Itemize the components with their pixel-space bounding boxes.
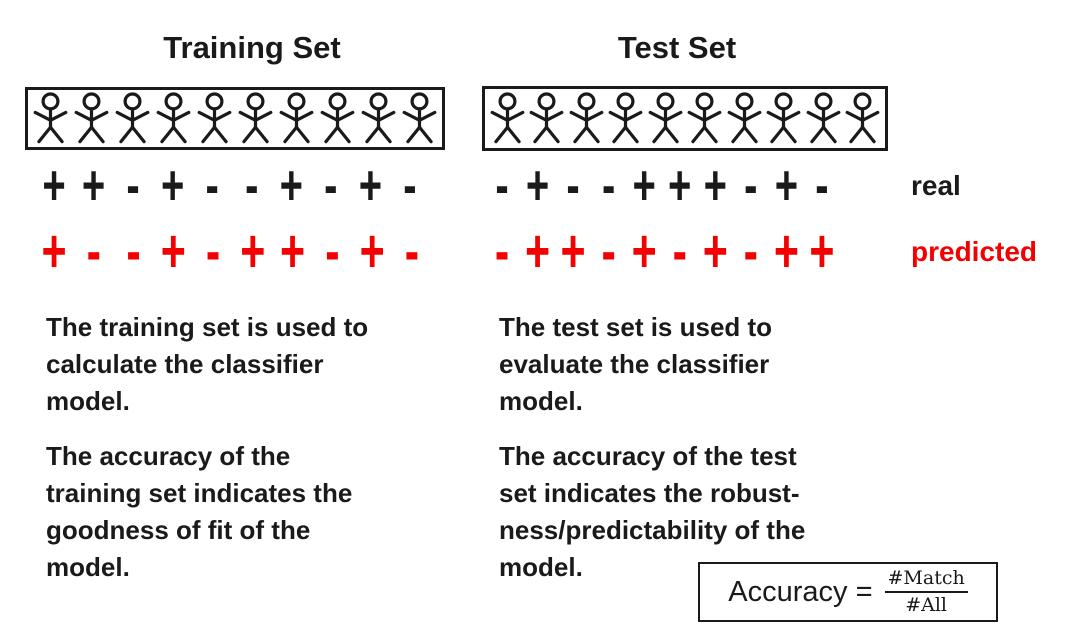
minus-sign: -: [126, 217, 141, 287]
accuracy-formula-lhs: Accuracy =: [728, 575, 873, 608]
training-people-box: [25, 87, 445, 150]
plus-sign: +: [809, 217, 835, 287]
person-icon: [402, 92, 437, 144]
minus-sign: -: [815, 154, 829, 218]
plus-sign: +: [358, 154, 383, 218]
minus-sign: -: [672, 217, 687, 287]
test-paragraph-accuracy: The accuracy of the test set indicates t…: [499, 441, 806, 582]
training-set-title: Training Set: [163, 30, 341, 65]
person-icon: [320, 92, 355, 144]
minus-sign: -: [403, 154, 417, 218]
plus-sign: +: [160, 217, 186, 287]
plus-sign: +: [774, 154, 799, 218]
minus-sign: -: [324, 154, 338, 218]
minus-sign: -: [743, 217, 758, 287]
person-icon: [115, 92, 150, 144]
test-real-signs-row: -+--+++-+-: [486, 155, 838, 217]
person-icon: [33, 92, 68, 144]
test-people-box: [482, 86, 888, 151]
minus-sign: -: [325, 217, 340, 287]
plus-sign: +: [703, 154, 727, 218]
minus-sign: -: [601, 154, 616, 218]
minus-sign: -: [205, 217, 221, 287]
plus-sign: +: [41, 217, 67, 287]
minus-sign: -: [126, 154, 140, 218]
plus-sign: +: [359, 217, 385, 287]
plus-sign: +: [42, 154, 66, 218]
person-icon: [530, 92, 564, 144]
person-icon: [608, 92, 643, 144]
training-predicted-signs-row: +--+-++-+-: [38, 221, 428, 283]
formula-denominator: #All: [905, 594, 948, 616]
accuracy-formula-fraction: #Match #All: [884, 568, 968, 616]
training-real-signs-row: ++-+--+-+-: [38, 155, 426, 217]
minus-sign: -: [205, 154, 219, 218]
person-icon: [648, 92, 683, 144]
plus-sign: +: [773, 217, 799, 287]
plus-sign: +: [560, 217, 586, 287]
plus-sign: +: [280, 217, 306, 287]
plus-sign: +: [632, 154, 656, 218]
test-set-title: Test Set: [617, 30, 737, 65]
person-icon: [238, 92, 273, 144]
test-paragraph-usage: The test set is used to evaluate the cla…: [499, 312, 773, 416]
minus-sign: -: [404, 217, 420, 287]
training-paragraph-usage: The training set is used to calculate th…: [46, 312, 369, 416]
person-icon: [490, 92, 525, 144]
plus-sign: +: [668, 154, 692, 218]
plus-sign: +: [279, 154, 303, 218]
minus-sign: -: [494, 217, 510, 287]
plus-sign: +: [524, 217, 551, 287]
minus-sign: -: [601, 217, 616, 287]
person-icon: [727, 92, 762, 144]
minus-sign: -: [86, 217, 101, 287]
person-icon: [74, 92, 109, 144]
minus-sign: -: [495, 154, 509, 218]
person-icon: [845, 92, 880, 144]
person-icon: [569, 92, 604, 144]
accuracy-formula-box: Accuracy = #Match #All: [698, 562, 998, 622]
plus-sign: +: [160, 154, 185, 218]
person-icon: [156, 92, 191, 144]
person-icon: [279, 92, 314, 144]
plus-sign: +: [631, 217, 657, 287]
person-icon: [687, 92, 722, 144]
person-icon: [806, 92, 840, 144]
plus-sign: +: [81, 154, 106, 218]
test-predicted-signs-row: -++-+-+-++: [486, 221, 838, 283]
plus-sign: +: [525, 154, 550, 218]
person-icon: [197, 92, 232, 144]
person-icon: [766, 92, 801, 144]
person-icon: [361, 92, 396, 144]
formula-numerator: #Match: [884, 568, 968, 593]
predicted-row-label: predicted: [911, 236, 1038, 267]
minus-sign: -: [245, 154, 259, 218]
minus-sign: -: [566, 154, 580, 218]
plus-sign: +: [240, 217, 266, 287]
minus-sign: -: [744, 154, 758, 218]
real-row-label: real: [911, 170, 961, 201]
plus-sign: +: [702, 217, 728, 287]
training-paragraph-accuracy: The accuracy of the training set indicat…: [46, 441, 353, 582]
